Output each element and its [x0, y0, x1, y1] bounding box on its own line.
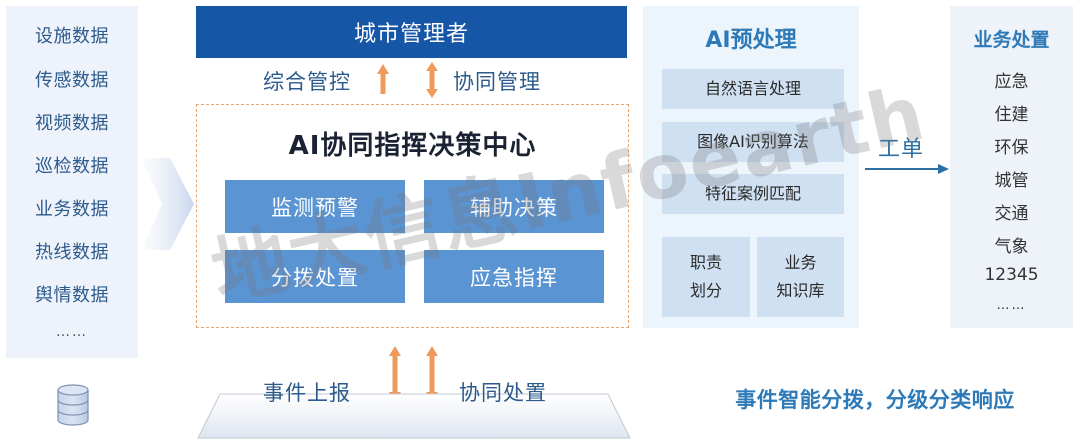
business-item: 气象 — [994, 237, 1029, 257]
business-disposal-title: 业务处置 — [973, 29, 1050, 51]
knowledge-base-box: 业务 知识库 — [757, 237, 844, 317]
business-item: 城管 — [994, 171, 1029, 191]
data-source-item: 业务数据 — [35, 199, 109, 220]
responsibility-line1: 职责 — [689, 253, 722, 272]
responsibility-division-box: 职责 划分 — [662, 237, 750, 317]
business-item: 环保 — [994, 138, 1029, 158]
event-report-label: 事件上报 — [263, 381, 351, 405]
base-platform — [197, 393, 631, 439]
flow-arrow-icon — [142, 158, 194, 250]
data-source-item: 舆情数据 — [35, 285, 109, 306]
business-disposal-panel: 业务处置 应急 住建 环保 城管 交通 气象 12345 …… — [950, 6, 1073, 328]
ai-command-center: AI协同指挥决策中心 监测预警 辅助决策 分拨处置 应急指挥 — [196, 104, 629, 328]
function-monitoring-warning: 监测预警 — [225, 180, 405, 233]
knowledge-line2: 知识库 — [776, 281, 825, 300]
bidirectional-arrow-icon — [426, 62, 438, 98]
data-source-item: 设施数据 — [35, 26, 109, 47]
data-source-item: 热线数据 — [35, 242, 109, 263]
work-order-label: 工单 — [878, 137, 925, 162]
nlp-box: 自然语言处理 — [662, 69, 844, 109]
city-manager-header: 城市管理者 — [196, 6, 627, 58]
knowledge-line1: 业务 — [784, 253, 817, 272]
ai-preprocess-panel: AI预处理 自然语言处理 图像AI识别算法 特征案例匹配 职责 划分 业务 知识… — [643, 6, 859, 328]
data-source-ellipsis: …… — [56, 324, 88, 340]
up-arrow-icon — [377, 64, 389, 94]
function-decision-support: 辅助决策 — [424, 180, 604, 233]
data-source-item: 视频数据 — [35, 113, 109, 134]
slogan: 事件智能分拨，分级分类响应 — [735, 388, 1015, 412]
database-icon — [57, 384, 89, 426]
bidirectional-arrow-icon — [426, 346, 438, 402]
responsibility-line2: 划分 — [689, 281, 722, 300]
collaborative-disposal-label: 协同处置 — [459, 381, 547, 405]
ai-preprocess-title: AI预处理 — [705, 28, 797, 53]
business-item: 12345 — [984, 265, 1039, 285]
comprehensive-control-label: 综合管控 — [263, 70, 351, 94]
function-emergency-command: 应急指挥 — [424, 250, 604, 303]
business-item: 应急 — [994, 72, 1029, 92]
image-ai-box: 图像AI识别算法 — [662, 122, 844, 162]
business-ellipsis: …… — [996, 298, 1027, 313]
data-source-item: 巡检数据 — [35, 156, 109, 177]
command-center-title: AI协同指挥决策中心 — [288, 131, 537, 161]
case-matching-box: 特征案例匹配 — [662, 174, 844, 214]
collaborative-management-label: 协同管理 — [453, 70, 541, 94]
data-sources-panel: 设施数据 传感数据 视频数据 巡检数据 业务数据 热线数据 舆情数据 …… — [6, 6, 138, 358]
business-item: 交通 — [994, 204, 1029, 224]
data-source-item: 传感数据 — [35, 70, 109, 91]
function-dispatch-disposal: 分拨处置 — [225, 250, 405, 303]
bidirectional-arrow-icon — [389, 346, 401, 402]
business-item: 住建 — [994, 105, 1029, 125]
right-arrow-icon — [865, 164, 949, 174]
